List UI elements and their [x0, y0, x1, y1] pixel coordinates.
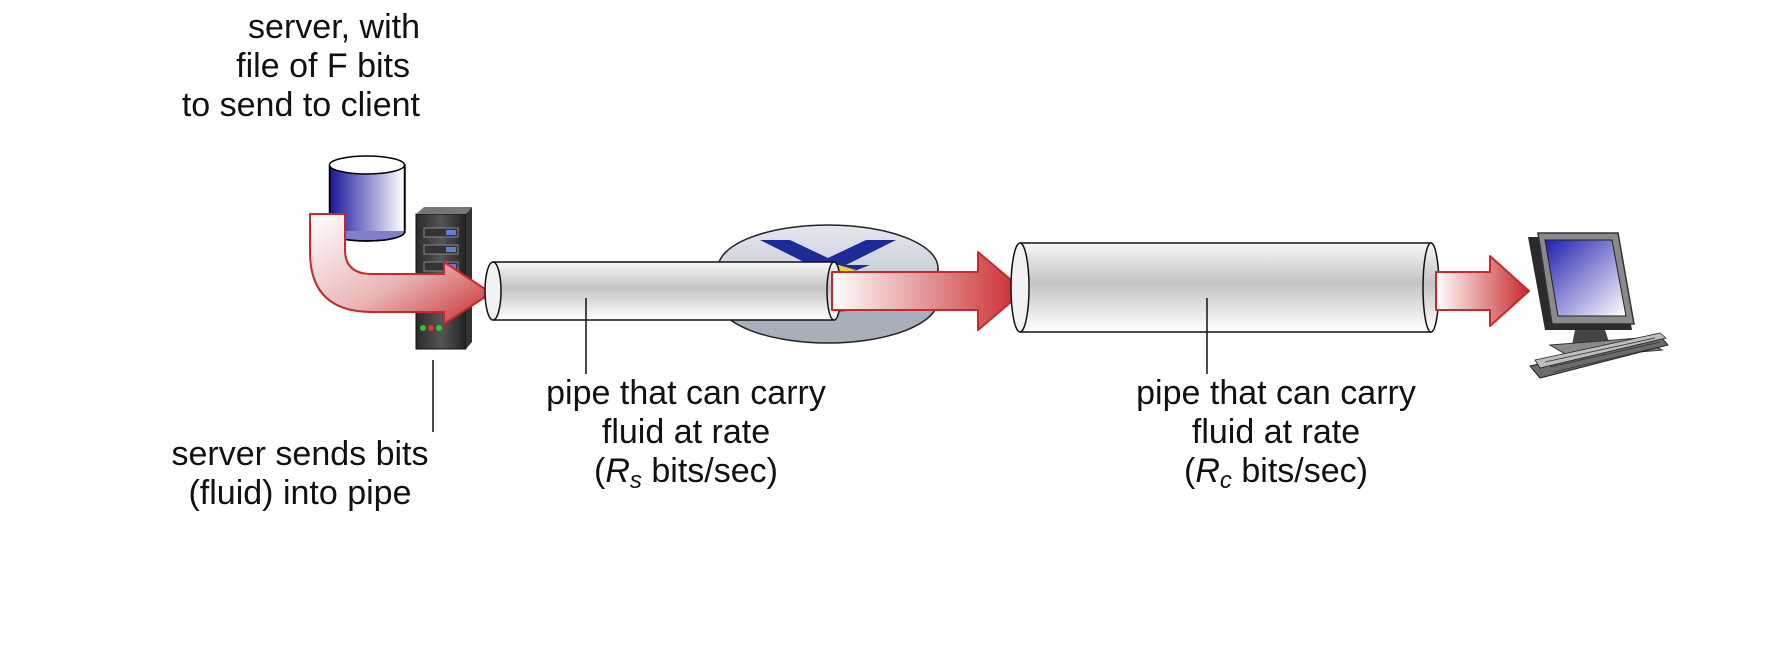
server-caption: server, with file of F bits to send to c…	[182, 8, 420, 125]
server-caption-line1: server, with	[248, 8, 420, 46]
pipe-server	[484, 261, 842, 321]
router-output-arrow	[831, 251, 1025, 331]
pipe-client-rate-subscript: c	[1219, 467, 1232, 494]
pipe-client-open-paren: (	[1184, 452, 1196, 490]
pipe-client-rate-symbol: R	[1195, 452, 1220, 490]
server-caption-line3: to send to client	[181, 86, 420, 124]
pipe-client-rate-unit: bits/sec)	[1231, 452, 1368, 490]
pipe-server-caption: pipe that can carry fluid at rate (Rs bi…	[520, 374, 852, 500]
pipe-server-rate-unit: bits/sec)	[641, 452, 778, 490]
pipe-client	[1010, 242, 1440, 333]
pipe-server-line1: pipe that can carry	[546, 374, 826, 412]
server-output-arrow	[309, 213, 492, 325]
server-caption-line2: file of F bits	[236, 47, 410, 85]
server-sends-line2: (fluid) into pipe	[188, 474, 412, 512]
client-computer-icon	[1528, 232, 1669, 379]
pipe-client-rate: (Rc bits/sec)	[1110, 452, 1442, 500]
server-sends-line1: server sends bits	[171, 435, 429, 473]
client-input-arrow	[1435, 255, 1530, 327]
pipe-server-rate-symbol: R	[605, 452, 630, 490]
pipe-server-line2: fluid at rate	[601, 413, 771, 451]
pipe-client-line1: pipe that can carry	[1136, 374, 1416, 412]
server-sends-caption: server sends bits (fluid) into pipe	[152, 435, 448, 513]
pipe-server-open-paren: (	[594, 452, 606, 490]
pipe-server-rate: (Rs bits/sec)	[520, 452, 852, 500]
pipe-server-rate-subscript: s	[629, 467, 642, 494]
pipe-client-caption: pipe that can carry fluid at rate (Rc bi…	[1110, 374, 1442, 500]
pipe-client-line2: fluid at rate	[1191, 413, 1361, 451]
